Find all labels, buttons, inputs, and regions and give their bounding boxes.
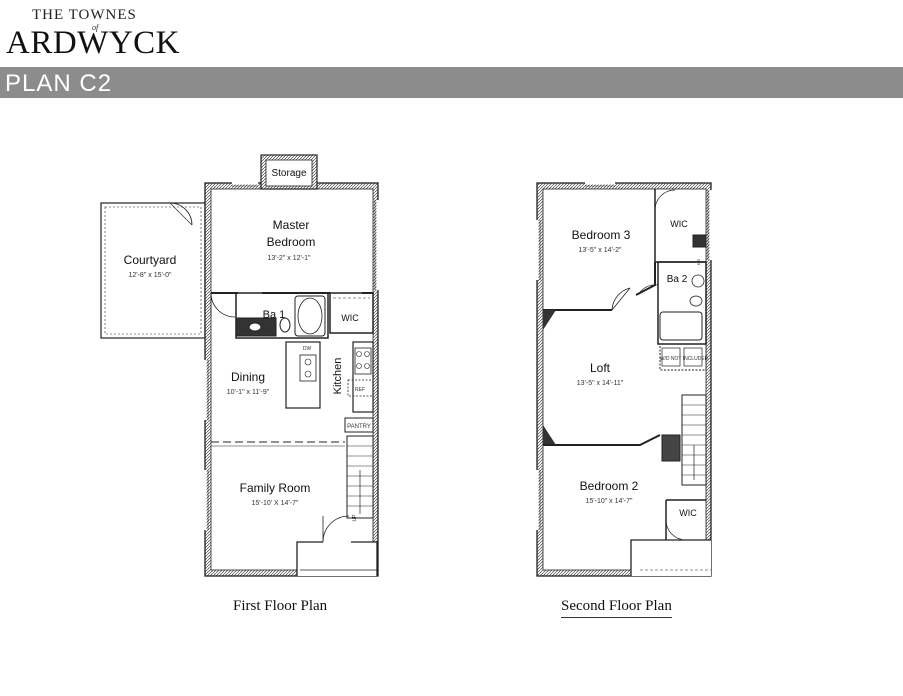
label-loft-dim: 13'-5" x 14'-11" (577, 380, 624, 387)
bath2-tub (659, 311, 703, 341)
kitchen-island (285, 341, 321, 409)
porch-wall (296, 541, 323, 576)
label-courtyard: Courtyard (124, 253, 177, 267)
loft-column (543, 425, 556, 445)
label-up: UP (352, 514, 358, 522)
label-dining: Dining (231, 370, 265, 384)
bath2-door-swing (637, 284, 659, 296)
bath1-toilet (279, 317, 291, 333)
burner (364, 363, 370, 369)
kitchen-sink (299, 354, 317, 382)
courtyard-gate-swing (169, 202, 193, 226)
loft-bottom-wall (543, 434, 661, 446)
label-dw: DW (303, 346, 312, 352)
wic-bottom-door (665, 519, 687, 541)
washer (661, 347, 681, 367)
label-storage: Storage (271, 168, 306, 179)
bath1-room (235, 292, 329, 339)
label-master-dim: 13'-2" x 12'-1" (267, 255, 311, 262)
wic-top-door (654, 189, 676, 211)
label-wic-bottom: WIC (679, 508, 697, 518)
plan-title: PLAN C2 (5, 70, 113, 97)
brand-line2: ARDWYCK (6, 25, 180, 61)
first-floor-caption: First Floor Plan (233, 598, 328, 614)
label-loft: Loft (590, 361, 611, 375)
loft-column (543, 310, 556, 330)
label-kitchen: Kitchen (332, 358, 344, 395)
inner-wall-line-2 (542, 188, 707, 571)
bedroom3-door-leaf (611, 287, 631, 311)
label-wic1: WIC (341, 313, 359, 323)
label-courtyard-dim: 12'-8" x 15'-0" (128, 272, 172, 279)
plan-banner: PLAN C2 (0, 67, 903, 98)
second-floor-plan (535, 181, 713, 577)
second-floor-labels: Bedroom 3 13'-5" x 14'-2" WIC Ba 2 K S W… (572, 219, 709, 518)
stair-well (346, 435, 374, 519)
wic1-room (329, 292, 374, 334)
label-wic-top: WIC (670, 219, 688, 229)
bath1-sink (248, 322, 262, 332)
stair-well-2 (681, 394, 707, 486)
brand-logo: THE TOWNES of ARDWYCK (0, 0, 200, 66)
label-bedroom3: Bedroom 3 (572, 228, 631, 242)
label-pantry: PANTRY (347, 424, 371, 430)
sink-bowl (304, 358, 312, 366)
bath1-tub-inner (297, 297, 323, 335)
burner (356, 351, 362, 357)
label-bedroom2-dim: 15'-10" x 14'-7" (586, 498, 633, 505)
storage-room (265, 159, 313, 187)
label-family-dim: 15'-10' X 14'-7" (252, 500, 299, 507)
label-ks: K S (696, 258, 701, 265)
wic-top-column (692, 234, 707, 248)
sink-bowl (304, 370, 312, 378)
refrigerator (347, 379, 374, 397)
label-ref: REF (355, 387, 365, 393)
outer-wall-2 (536, 182, 712, 577)
label-bath1: Ba 1 (263, 309, 286, 321)
kitchen-range (354, 347, 372, 375)
first-floor-plan (100, 154, 380, 577)
interior-floor-2 (543, 189, 706, 570)
brand-line1: THE TOWNES (32, 7, 137, 23)
burner (364, 351, 370, 357)
label-bedroom2: Bedroom 2 (580, 479, 639, 493)
label-master-2: Bedroom (267, 235, 316, 249)
label-ba2: Ba 2 (667, 274, 688, 285)
label-family: Family Room (240, 481, 311, 495)
second-floor-caption: Second Floor Plan (561, 598, 672, 618)
first-floor-labels: Storage Master Bedroom 13'-2" x 12'-1" C… (124, 168, 371, 521)
porch-notch (297, 542, 377, 576)
courtyard-gate-leaf (169, 202, 193, 226)
burner (356, 363, 362, 369)
courtyard-fence (104, 206, 202, 335)
label-wd: W/D NOT INCLUDED (660, 356, 709, 362)
dryer (683, 347, 703, 367)
courtyard-area (100, 202, 206, 339)
label-master-1: Master (273, 218, 310, 232)
kitchen-counter (352, 341, 374, 413)
bath2-toilet (689, 295, 703, 307)
loft-column-right (661, 434, 681, 462)
pantry (344, 417, 374, 433)
bath1-tub (294, 295, 326, 337)
label-dining-dim: 10'-1" x 11'-9" (227, 389, 270, 396)
bath2-sink (691, 274, 705, 288)
bedroom3-door-swing (611, 287, 631, 311)
label-bedroom3-dim: 13'-5" x 14'-2" (578, 247, 622, 254)
brand-line-of: of (92, 23, 99, 32)
porch-wall-right (351, 541, 378, 576)
laundry-closet (659, 343, 707, 371)
bottom-notch-2 (631, 540, 711, 576)
